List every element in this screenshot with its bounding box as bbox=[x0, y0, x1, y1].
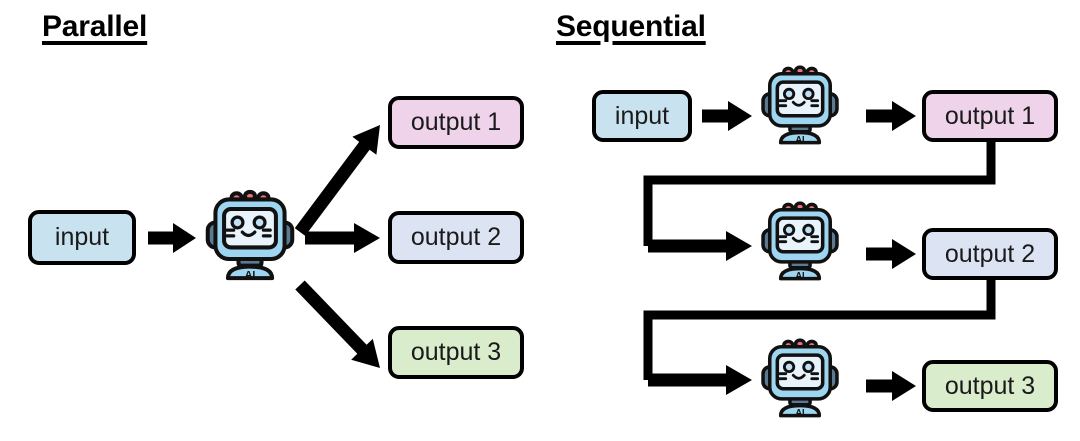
ai-robot-glyph: AI bbox=[205, 189, 295, 281]
arrow-robot-to-output1 bbox=[294, 125, 380, 236]
parallel-output-box-2[interactable]: output 2 bbox=[388, 211, 524, 264]
arrow-robot1-to-output1 bbox=[866, 101, 916, 131]
sequential-robot-icon-3: AI bbox=[758, 335, 842, 424]
parallel-output-box-2-label: output 2 bbox=[410, 223, 502, 251]
arrow-input-to-robot bbox=[148, 223, 196, 253]
sequential-output-box-1-label: output 1 bbox=[944, 101, 1036, 130]
sequential-robot-icon-2: AI bbox=[758, 198, 842, 287]
panel-title-sequential: Sequential bbox=[556, 10, 706, 43]
parallel-input-box-label: input bbox=[54, 223, 110, 251]
robot-ai-label: AI bbox=[795, 271, 804, 281]
arrow-robot3-to-output3 bbox=[866, 371, 916, 401]
sequential-input-box[interactable]: input bbox=[592, 90, 692, 142]
feedback-output1-to-robot2-arrowhead bbox=[648, 231, 752, 261]
sequential-output-box-1[interactable]: output 1 bbox=[922, 90, 1058, 142]
parallel-output-box-1-label: output 1 bbox=[410, 108, 502, 136]
arrow-robot-to-output3 bbox=[295, 280, 380, 368]
sequential-input-box-label: input bbox=[614, 101, 670, 130]
ai-robot-glyph: AI bbox=[761, 65, 839, 145]
sequential-output-box-2-label: output 2 bbox=[944, 239, 1036, 268]
panel-title-parallel: Parallel bbox=[42, 10, 148, 43]
parallel-output-box-3[interactable]: output 3 bbox=[388, 326, 524, 379]
sequential-robot-icon-1: AI bbox=[758, 62, 842, 151]
parallel-input-box[interactable]: input bbox=[28, 210, 136, 265]
ai-robot-glyph: AI bbox=[761, 338, 839, 418]
robot-ai-label: AI bbox=[795, 135, 804, 145]
robot-ai-label: AI bbox=[795, 408, 804, 418]
robot-ai-label: AI bbox=[245, 269, 256, 281]
sequential-output-box-3-label: output 3 bbox=[944, 371, 1036, 400]
sequential-output-box-2[interactable]: output 2 bbox=[922, 228, 1058, 280]
feedback-output2-to-robot3-arrowhead bbox=[648, 365, 752, 395]
parallel-output-box-3-label: output 3 bbox=[410, 338, 502, 366]
parallel-output-box-1[interactable]: output 1 bbox=[388, 96, 524, 149]
sequential-output-box-3[interactable]: output 3 bbox=[922, 360, 1058, 412]
arrow-input-to-robot1 bbox=[702, 101, 752, 131]
arrow-robot2-to-output2 bbox=[866, 239, 916, 269]
arrow-robot-to-output2 bbox=[305, 223, 380, 253]
parallel-robot-icon: AI bbox=[202, 186, 298, 287]
ai-robot-glyph: AI bbox=[761, 201, 839, 281]
